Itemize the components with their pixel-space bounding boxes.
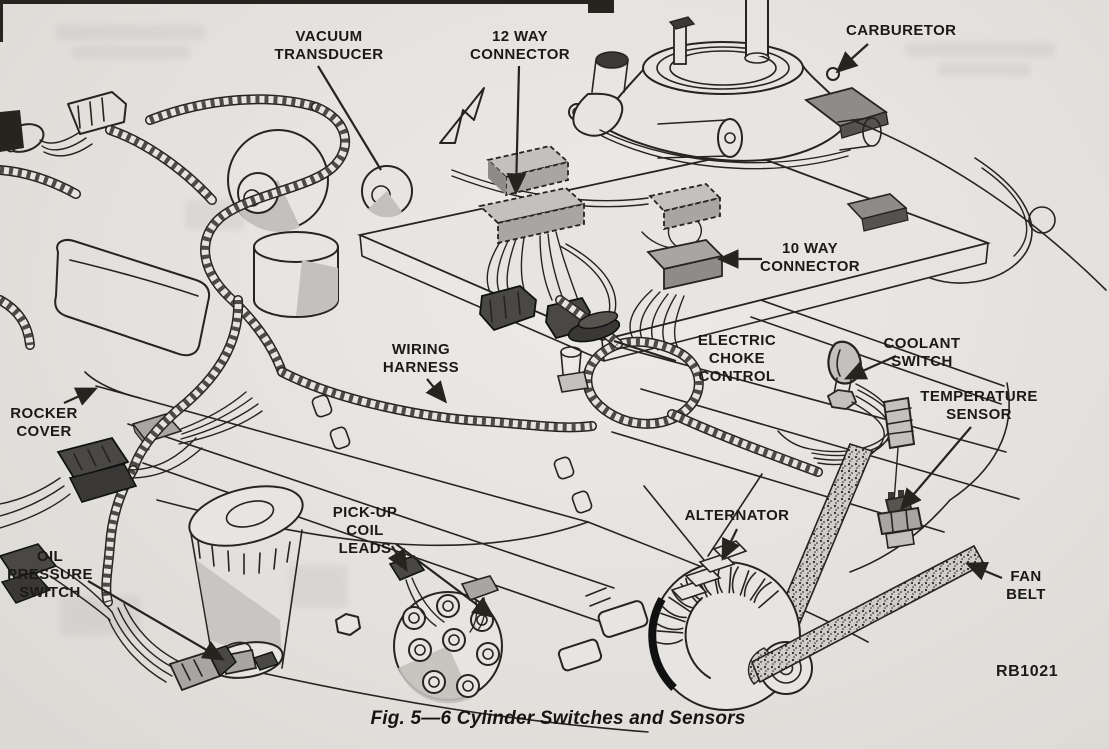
label-oil-pressure-switch: OIL PRESSURE SWITCH — [7, 548, 93, 601]
label-vacuum-transducer: VACUUM TRANSDUCER — [274, 28, 384, 63]
figure-caption: Fig. 5—6 Cylinder Switches and Sensors — [370, 708, 746, 729]
label-alternator: ALTERNATOR — [684, 507, 790, 524]
electric-choke-art — [557, 310, 621, 393]
label-electric-choke-control: ELECTRIC CHOKE CONTROL — [697, 332, 777, 385]
lower-harness-art — [0, 436, 237, 692]
page-bleedthrough — [290, 565, 348, 607]
page-bleedthrough — [55, 25, 205, 40]
harness-plugs-art — [0, 91, 127, 157]
temperature-sensor-art — [876, 490, 924, 549]
label-temperature-sensor: TEMPERATURE SENSOR — [920, 388, 1038, 423]
carburetor-art — [572, 0, 1107, 291]
label-wiring-harness: WIRING HARNESS — [382, 341, 460, 376]
page-bleedthrough — [60, 595, 140, 635]
vacuum-drum-art — [227, 129, 339, 318]
label-fan-belt: FAN BELT — [1006, 568, 1046, 603]
alternator-art — [557, 473, 986, 711]
callout-leader-lines — [63, 43, 1003, 661]
distributor-art — [335, 555, 503, 704]
page-bleedthrough — [905, 42, 1055, 57]
page-bleedthrough — [72, 46, 190, 59]
page-bleedthrough — [938, 63, 1030, 76]
vacuum-transducer-art — [361, 165, 413, 218]
scan-edge-marks — [0, 0, 614, 42]
figure-reference-code: RB1021 — [996, 663, 1059, 680]
label-carburetor: CARBURETOR — [846, 22, 957, 39]
label-rocker-cover: ROCKER COVER — [10, 405, 78, 440]
label-10-way-connector: 10 WAY CONNECTOR — [760, 240, 860, 275]
label-12-way-connector: 12 WAY CONNECTOR — [470, 28, 570, 63]
label-coolant-switch: COOLANT SWITCH — [883, 335, 961, 370]
oil-filter-art — [188, 485, 304, 679]
wiring-harness-art — [0, 94, 823, 607]
label-pick-up-coil-leads: PICK-UP COIL LEADS — [332, 504, 398, 557]
